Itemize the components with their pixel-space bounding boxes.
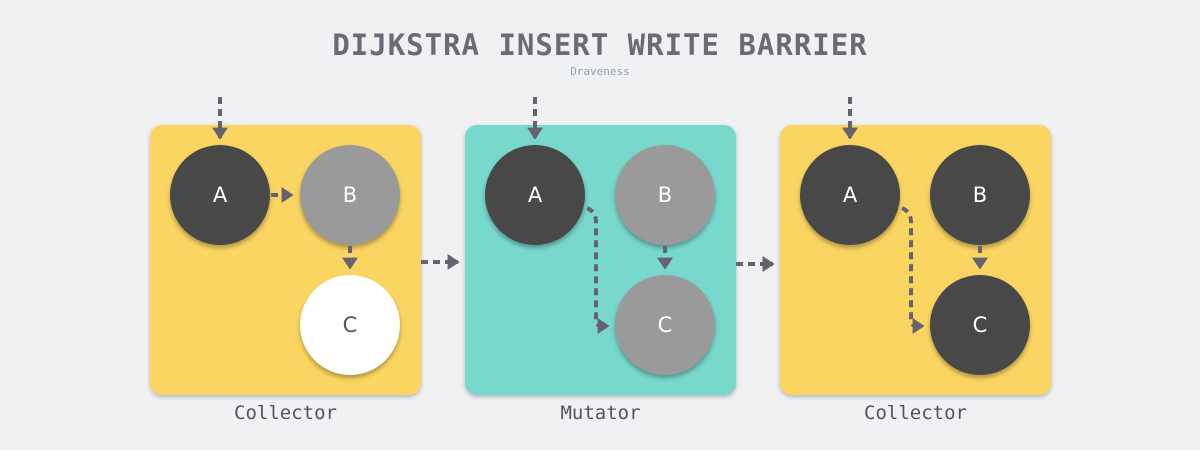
- node-c: C: [615, 275, 715, 375]
- node-b: B: [300, 145, 400, 245]
- author-credit: Draveness: [570, 65, 630, 78]
- node-c: C: [930, 275, 1030, 375]
- node-label: B: [657, 183, 673, 207]
- node-label: A: [842, 183, 858, 207]
- diagram-title: DIJKSTRA INSERT WRITE BARRIER: [332, 28, 868, 62]
- node-label: A: [527, 183, 543, 207]
- node-label: A: [212, 183, 228, 207]
- node-a: A: [485, 145, 585, 245]
- node-label: C: [342, 313, 358, 337]
- node-b: B: [930, 145, 1030, 245]
- node-label: B: [342, 183, 358, 207]
- node-label: C: [657, 313, 673, 337]
- node-b: B: [615, 145, 715, 245]
- node-label: C: [972, 313, 988, 337]
- node-c: C: [300, 275, 400, 375]
- node-a: A: [170, 145, 270, 245]
- node-label: B: [972, 183, 988, 207]
- panel-label-collector-2: Collector: [864, 402, 967, 424]
- node-a: A: [800, 145, 900, 245]
- panel-label-mutator: Mutator: [560, 402, 641, 424]
- panel-label-collector-1: Collector: [234, 402, 337, 424]
